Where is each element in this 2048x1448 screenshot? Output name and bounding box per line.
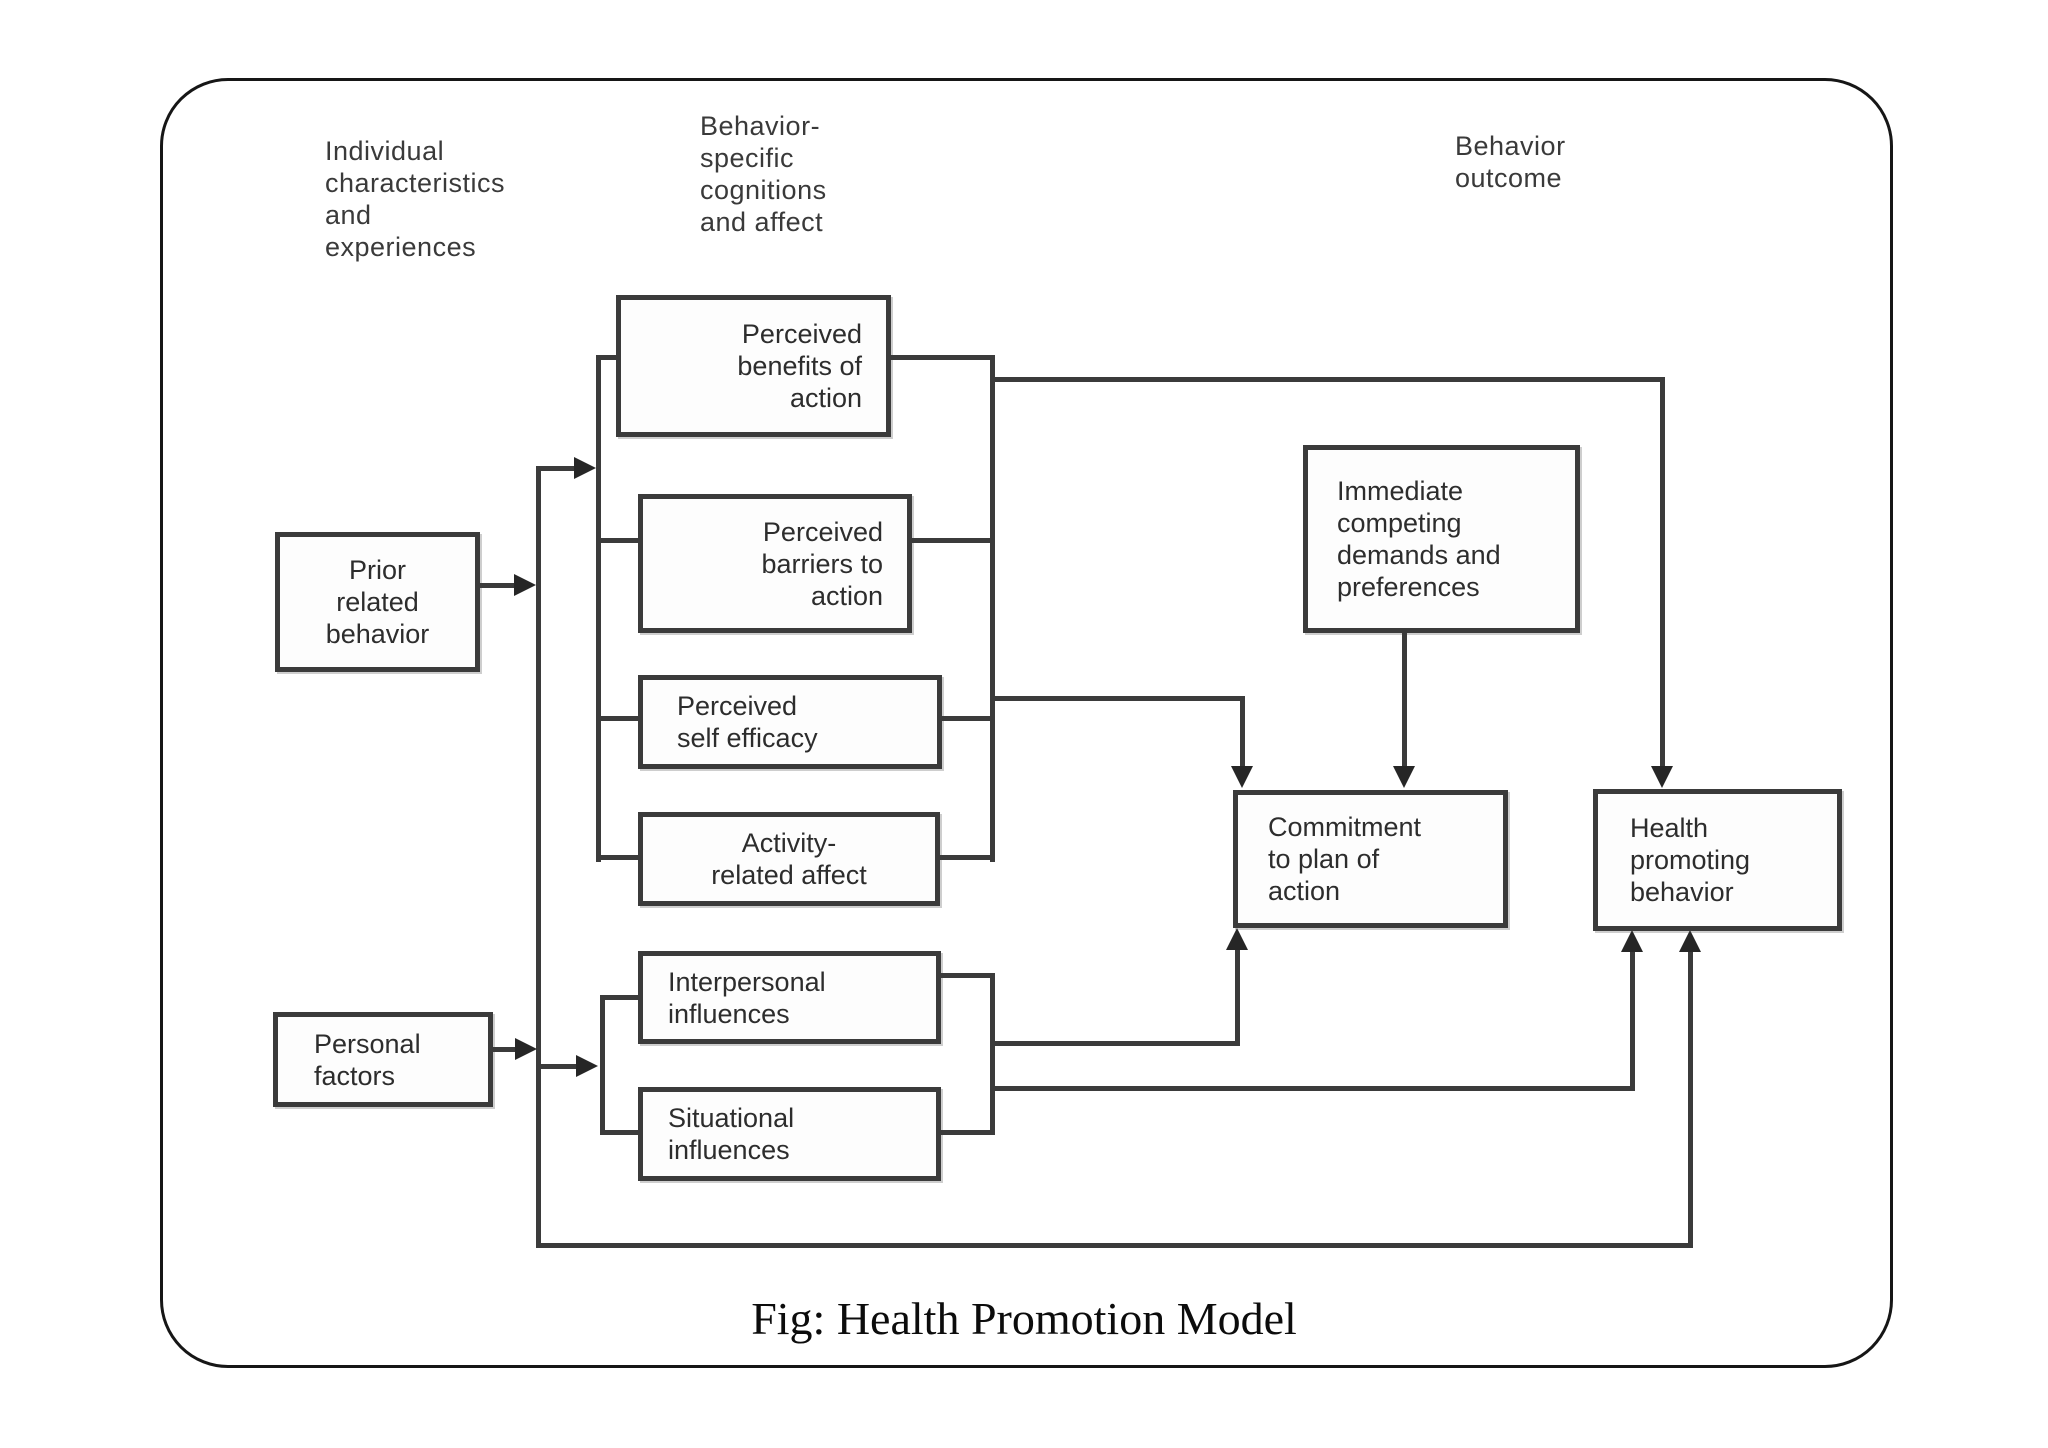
connector-trunk-left-spine	[536, 466, 541, 1248]
box-activity-related-affect-label: Activity- related affect	[711, 828, 867, 890]
box-commitment-to-plan-label: Commitment to plan of action	[1268, 812, 1422, 906]
box-commitment-to-plan: Commitment to plan of action	[1233, 790, 1508, 928]
connector-stub-benefits-left	[596, 355, 620, 360]
figure-caption: Fig: Health Promotion Model	[751, 1293, 1297, 1344]
box-immediate-competing-demands-label: Immediate competing demands and preferen…	[1337, 476, 1501, 602]
connector-spine-to-cognitions	[538, 466, 578, 471]
connector-influences-to-health-horizontal	[990, 1086, 1635, 1091]
connector-influences-left-bracket	[600, 995, 605, 1135]
connector-influences-to-commitment-vertical	[1235, 950, 1240, 1046]
arrowhead-into-commitment-bottom	[1226, 928, 1248, 950]
connector-stub-situational-left	[600, 1130, 642, 1135]
connector-stub-benefits-right	[887, 355, 992, 360]
connector-feedback-bottom-vertical	[1688, 952, 1693, 1248]
arrowhead-personal-to-spine	[515, 1038, 537, 1060]
box-activity-related-affect: Activity- related affect	[638, 812, 940, 906]
connector-stub-situational-right	[937, 1130, 992, 1135]
arrowhead-prior-to-spine	[514, 574, 536, 596]
connector-immediate-to-commitment	[1402, 630, 1407, 768]
connector-spine-to-influences	[538, 1064, 580, 1069]
box-perceived-self-efficacy-label: Perceived self efficacy	[677, 691, 818, 753]
arrowhead-into-health-bottom-right	[1679, 930, 1701, 952]
box-health-promoting-behavior: Health promoting behavior	[1593, 789, 1842, 931]
connector-influences-right-bracket	[990, 973, 995, 1135]
column-header-behavior-outcome: Behavior outcome	[1455, 131, 1566, 193]
box-personal-factors-label: Personal factors	[314, 1028, 421, 1091]
connector-influences-to-health-vertical	[1630, 952, 1635, 1091]
connector-feedback-bottom-horizontal	[536, 1243, 1693, 1248]
arrowhead-immediate-into-commitment	[1393, 766, 1415, 788]
box-situational-influences: Situational influences	[638, 1087, 941, 1181]
box-situational-influences-label: Situational influences	[668, 1103, 795, 1165]
connector-stub-activity-left	[596, 855, 642, 860]
connector-stub-activity-right	[936, 855, 992, 860]
connector-stub-barriers-left	[596, 538, 642, 543]
connector-personal-to-spine	[491, 1047, 519, 1052]
box-perceived-self-efficacy: Perceived self efficacy	[638, 675, 942, 769]
connector-cognitions-to-commitment-vertical	[1240, 696, 1245, 768]
connector-benefits-to-health-horizontal	[990, 377, 1665, 382]
connector-cognitions-to-commitment-horizontal	[990, 696, 1245, 701]
column-header-behavior-specific-cognitions: Behavior- specific cognitions and affect	[700, 111, 827, 237]
box-immediate-competing-demands: Immediate competing demands and preferen…	[1303, 445, 1580, 633]
arrowhead-into-commitment-top-left	[1231, 766, 1253, 788]
arrowhead-spine-to-influences	[576, 1055, 598, 1077]
box-personal-factors: Personal factors	[273, 1012, 493, 1107]
column-header-individual-characteristics: Individual characteristics and experienc…	[325, 136, 506, 262]
box-health-promoting-behavior-label: Health promoting behavior	[1630, 813, 1751, 907]
box-perceived-barriers: Perceived barriers to action	[638, 494, 912, 633]
box-prior-related-behavior: Prior related behavior	[275, 532, 480, 672]
connector-benefits-to-health-vertical	[1660, 377, 1665, 768]
arrowhead-spine-to-cognitions	[574, 457, 596, 479]
connector-influences-to-commitment-horizontal	[990, 1041, 1240, 1046]
arrowhead-into-health-bottom-left	[1621, 930, 1643, 952]
connector-cognitions-left-bracket	[596, 355, 601, 862]
connector-stub-interpersonal-right	[937, 973, 992, 978]
box-interpersonal-influences-label: Interpersonal influences	[668, 966, 826, 1029]
connector-prior-to-spine	[478, 583, 518, 588]
box-prior-related-behavior-label: Prior related behavior	[325, 555, 430, 649]
box-perceived-barriers-label: Perceived barriers to action	[761, 516, 883, 611]
box-perceived-benefits: Perceived benefits of action	[616, 295, 891, 437]
box-interpersonal-influences: Interpersonal influences	[638, 951, 941, 1044]
connector-stub-self-efficacy-left	[596, 716, 642, 721]
arrowhead-into-health-top	[1651, 766, 1673, 788]
connector-cognitions-right-bracket	[990, 355, 995, 862]
connector-stub-self-efficacy-right	[938, 716, 992, 721]
outer-rounded-frame	[160, 78, 1893, 1368]
connector-stub-barriers-right	[908, 538, 992, 543]
box-perceived-benefits-label: Perceived benefits of action	[737, 319, 862, 413]
connector-stub-interpersonal-left	[600, 995, 642, 1000]
